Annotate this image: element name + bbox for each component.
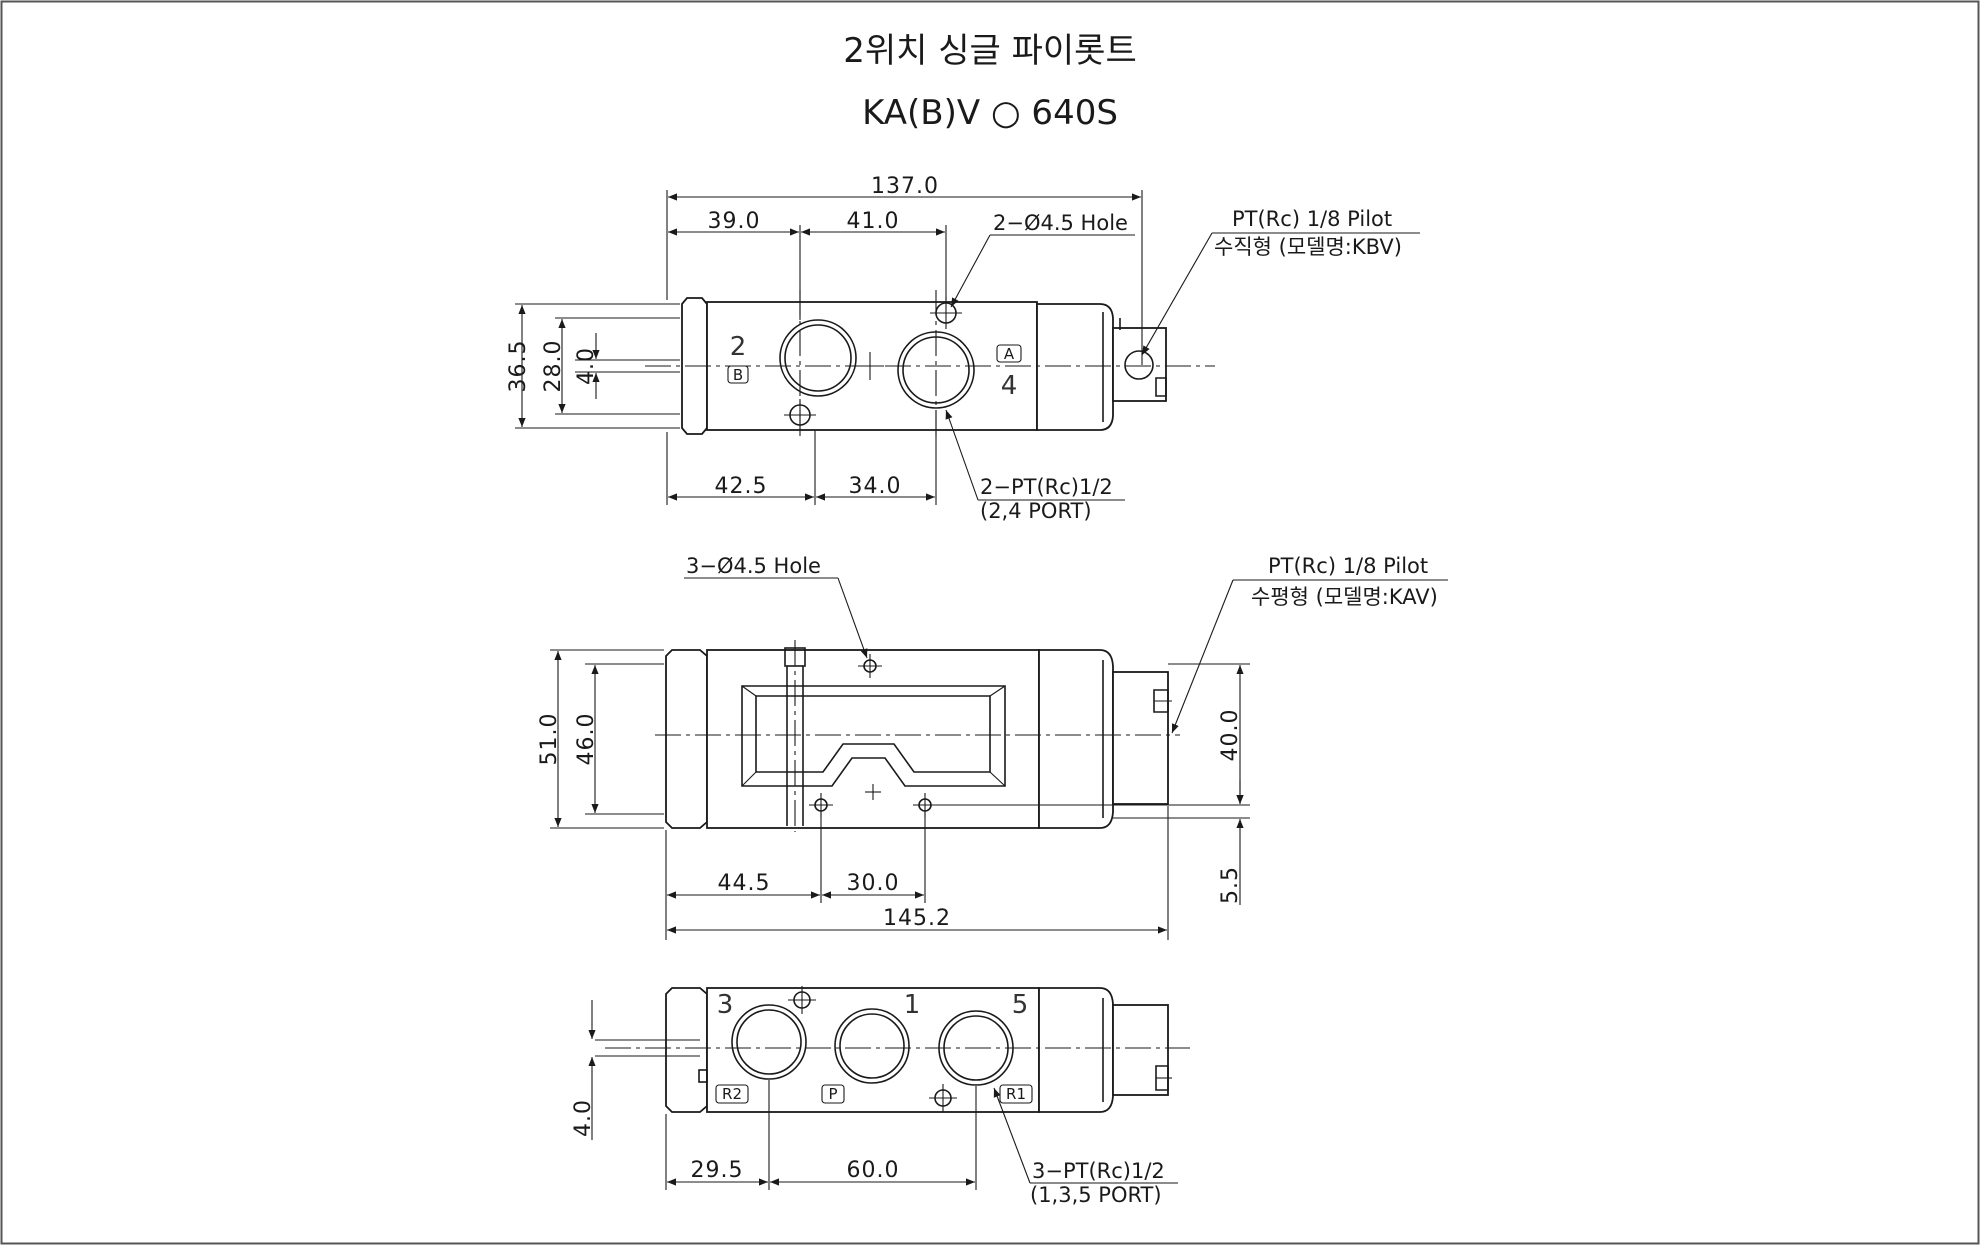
bottom-view: 3 1 5 R2 P R1 4.0 29.5 60.0 3−PT(Rc)1/2 … [571,986,1190,1207]
port-callout-3-line2: (1,3,5 PORT) [1030,1183,1162,1207]
port-callout-3-line1: 3−PT(Rc)1/2 [1032,1159,1165,1183]
port-5-circle [938,1010,1014,1086]
port-callout-line1: 2−PT(Rc)1/2 [980,475,1113,499]
side-view: 3−Ø4.5 Hole 51.0 46.0 40.0 5.5 44.5 30.0… [537,554,1448,940]
dim-46: 46.0 [574,713,599,766]
port-number-3: 3 [717,990,734,1020]
pilot-callout-h-line2: 수평형 (모델명:KAV) [1251,585,1438,609]
port-callout-line2: (2,4 PORT) [980,499,1092,523]
dim-4-bottom: 4.0 [571,1099,596,1137]
hole-callout-3: 3−Ø4.5 Hole [686,554,821,578]
hole-callout: 2−Ø4.5 Hole [993,211,1128,235]
dim-41: 41.0 [847,209,900,234]
pilot-callout-line1: PT(Rc) 1/8 Pilot [1232,207,1392,231]
dim-30: 30.0 [847,871,900,896]
port-number-5: 5 [1012,990,1029,1020]
dim-5-5: 5.5 [1218,866,1243,904]
dim-42-5: 42.5 [715,474,768,499]
port-number-4: 4 [1001,371,1018,401]
port-box-b: B [733,366,743,384]
port-4-circle [897,331,975,409]
dim-28: 28.0 [541,340,566,393]
port-box-r1: R1 [1006,1085,1026,1103]
port-number-2: 2 [730,332,747,362]
dim-36-5: 36.5 [506,340,531,393]
port-box-a: A [1004,345,1015,363]
port-3-circle [731,1004,807,1080]
dim-40: 40.0 [1218,709,1243,762]
dim-34: 34.0 [849,474,902,499]
dim-44-5: 44.5 [718,871,771,896]
dim-4-top: 4.0 [574,347,599,385]
pilot-callout-line2: 수직형 (모델명:KBV) [1214,235,1402,259]
dim-145-2: 145.2 [883,906,951,931]
top-view: 2 B A 4 137.0 39.0 41.0 2−Ø4.5 Hole 36. [506,174,1420,523]
model-code: KA(B)V ○ 640S [862,93,1118,133]
dim-29-5: 29.5 [691,1158,744,1183]
port-box-p: P [828,1085,837,1103]
dim-39: 39.0 [708,209,761,234]
pilot-callout-h-line1: PT(Rc) 1/8 Pilot [1268,554,1428,578]
dim-60: 60.0 [847,1158,900,1183]
port-number-1: 1 [904,990,921,1020]
drawing-title: 2위치 싱글 파이롯트 [843,31,1137,71]
port-1-circle [834,1008,910,1084]
dim-51: 51.0 [537,713,562,766]
port-2-circle [779,319,857,397]
port-box-r2: R2 [722,1085,742,1103]
dim-overall-length: 137.0 [871,174,939,199]
